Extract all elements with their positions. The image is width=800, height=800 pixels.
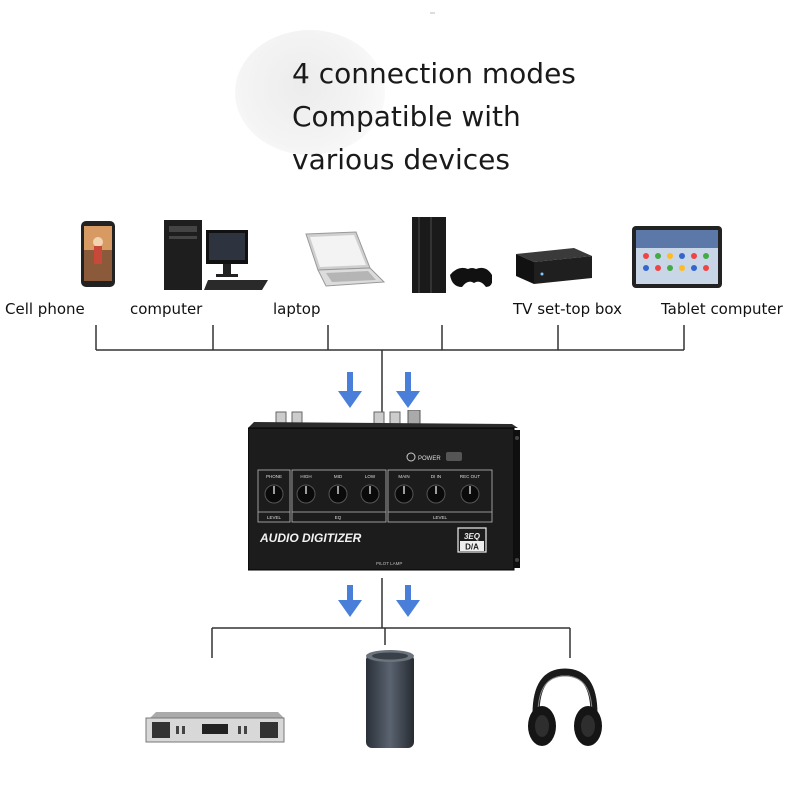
tablet-icon bbox=[632, 226, 722, 288]
headline-line-3: various devices bbox=[292, 143, 510, 176]
output-bus-lines bbox=[211, 578, 571, 658]
game-console-icon bbox=[412, 217, 492, 293]
laptop-icon bbox=[305, 231, 386, 287]
power-label: POWER bbox=[418, 456, 441, 462]
label-cell-phone: Cell phone bbox=[5, 300, 85, 318]
decorative-circle bbox=[235, 30, 385, 155]
headline: 4 connection modes Compatible with vario… bbox=[292, 52, 576, 181]
knob-label-low: LOW bbox=[365, 474, 376, 479]
arrow-down-icon bbox=[396, 372, 420, 408]
knob-label-phone: PHONE bbox=[266, 474, 282, 479]
section-label-level: LEVEL bbox=[267, 515, 282, 520]
pilot-lamp-label: PILOT LAMP bbox=[376, 561, 402, 566]
knob-label-main: MAIN bbox=[398, 474, 409, 479]
speaker-icon bbox=[366, 650, 414, 748]
badge-bottom-label: D/A bbox=[465, 543, 479, 552]
knob-label-rec-out: REC OUT bbox=[460, 474, 481, 479]
decorative-dot bbox=[430, 12, 435, 14]
set-top-box-icon bbox=[516, 248, 592, 284]
input-bus-lines bbox=[95, 325, 685, 412]
knob-label-di-in: DI IN bbox=[431, 474, 441, 479]
phone-icon bbox=[81, 221, 115, 287]
arrow-down-icon bbox=[338, 585, 362, 617]
label-tablet-computer: Tablet computer bbox=[661, 300, 783, 318]
device-brand-label: AUDIO DIGITIZER bbox=[259, 531, 362, 545]
arrow-down-icon bbox=[338, 372, 362, 408]
arrow-down-icon bbox=[396, 585, 420, 617]
headline-line-1: 4 connection modes bbox=[292, 57, 576, 90]
badge-top-label: 3EQ bbox=[464, 532, 481, 541]
power-button bbox=[446, 452, 462, 461]
section-label-eq: EQ bbox=[335, 515, 342, 520]
label-computer: computer bbox=[130, 300, 203, 318]
knob-label-high: HIGH bbox=[300, 474, 311, 479]
amplifier-icon bbox=[145, 712, 285, 743]
label-tv-set-top-box: TV set-top box bbox=[513, 300, 622, 318]
headphones-icon bbox=[528, 668, 602, 746]
label-laptop: laptop bbox=[273, 300, 321, 318]
knob-label-mid: MID bbox=[334, 474, 343, 479]
desktop-computer-icon bbox=[164, 220, 268, 290]
headline-line-2: Compatible with bbox=[292, 100, 521, 133]
section-label-level-2: LEVEL bbox=[433, 515, 448, 520]
audio-digitizer-device: POWER PHONE HIGH MID LOW MAIN DI IN REC … bbox=[248, 410, 520, 571]
